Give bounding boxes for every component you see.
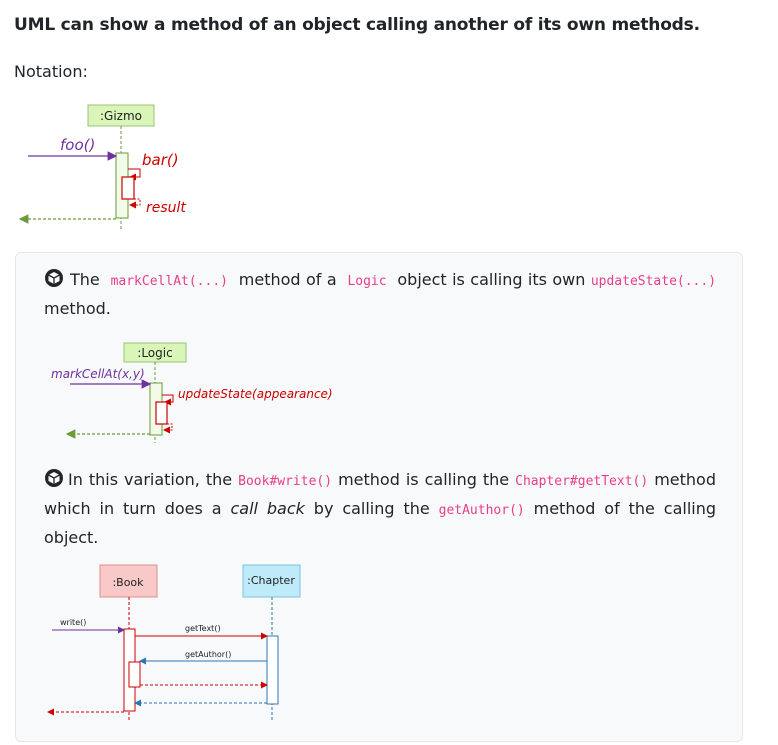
updatestate-call-label: updateState(appearance) bbox=[178, 387, 333, 401]
bar-activation-bar bbox=[121, 176, 135, 200]
box-icon bbox=[45, 269, 63, 287]
example2-text: In this variation, the Book#write() meth… bbox=[44, 466, 716, 551]
example1-method-of-a: method of a bbox=[238, 270, 337, 289]
example2-method-calling: method is calling the bbox=[338, 470, 510, 489]
book-object-label: :Book bbox=[112, 576, 144, 589]
result-return-arrow bbox=[129, 198, 141, 209]
chapter-object-box bbox=[242, 564, 301, 598]
getauthor-call-label: getAuthor() bbox=[185, 650, 231, 659]
example1-the: The bbox=[70, 270, 100, 289]
code-getauthor: getAuthor() bbox=[438, 503, 525, 518]
box-icon bbox=[45, 469, 63, 487]
code-updatestate: updateState(...) bbox=[590, 274, 717, 289]
example1-method-end: method. bbox=[44, 299, 111, 318]
example1-object-calling: object is calling its own bbox=[397, 270, 586, 289]
chapter-object-label: :Chapter bbox=[247, 574, 295, 587]
code-chapter-gettext: Chapter#getText() bbox=[515, 474, 649, 489]
gizmo-sequence-diagram: :Gizmo foo() bar() result bbox=[18, 104, 186, 231]
page-heading: UML can show a method of an object calli… bbox=[14, 15, 700, 35]
logic-object-label: :Logic bbox=[137, 346, 172, 360]
updatestate-activation-bar bbox=[155, 401, 168, 425]
result-label: result bbox=[146, 200, 186, 216]
chapter-activation-bar bbox=[266, 635, 279, 705]
example2-callback: call back bbox=[230, 499, 305, 518]
example1-text: The markCellAt(...) method of a Logic ob… bbox=[44, 266, 716, 322]
code-markcellat: markCellAt(...) bbox=[110, 274, 228, 289]
example2-which: method which in turn does a bbox=[44, 470, 716, 518]
notation-label: Notation: bbox=[14, 62, 88, 81]
book-object-box bbox=[99, 564, 158, 598]
updatestate-self-call-arrow bbox=[162, 394, 174, 406]
bar-self-call-arrow bbox=[128, 168, 141, 181]
updatestate-return-arrow bbox=[163, 423, 173, 434]
example2-by-calling: by calling the bbox=[313, 499, 430, 518]
gizmo-object-label: :Gizmo bbox=[100, 109, 142, 123]
example2-in-this: In this variation, the bbox=[68, 470, 233, 489]
examples-panel bbox=[15, 252, 743, 742]
example2-method-of-the: method of the calling object. bbox=[44, 499, 717, 547]
markcellat-call-label: markCellAt(x,y) bbox=[51, 367, 145, 381]
write-call-label: write() bbox=[60, 618, 86, 627]
book-chapter-sequence-diagram: :Book :Chapter write() getText() getAuth… bbox=[47, 564, 301, 720]
logic-sequence-diagram: :Logic markCellAt(x,y) updateState(appea… bbox=[51, 342, 333, 443]
code-logic: Logic bbox=[347, 274, 387, 289]
code-book-write: Book#write() bbox=[238, 474, 333, 489]
gettext-call-label: getText() bbox=[185, 624, 221, 633]
bar-call-label: bar() bbox=[142, 151, 179, 169]
foo-call-label: foo() bbox=[60, 136, 95, 154]
getauthor-activation-bar bbox=[128, 661, 141, 688]
